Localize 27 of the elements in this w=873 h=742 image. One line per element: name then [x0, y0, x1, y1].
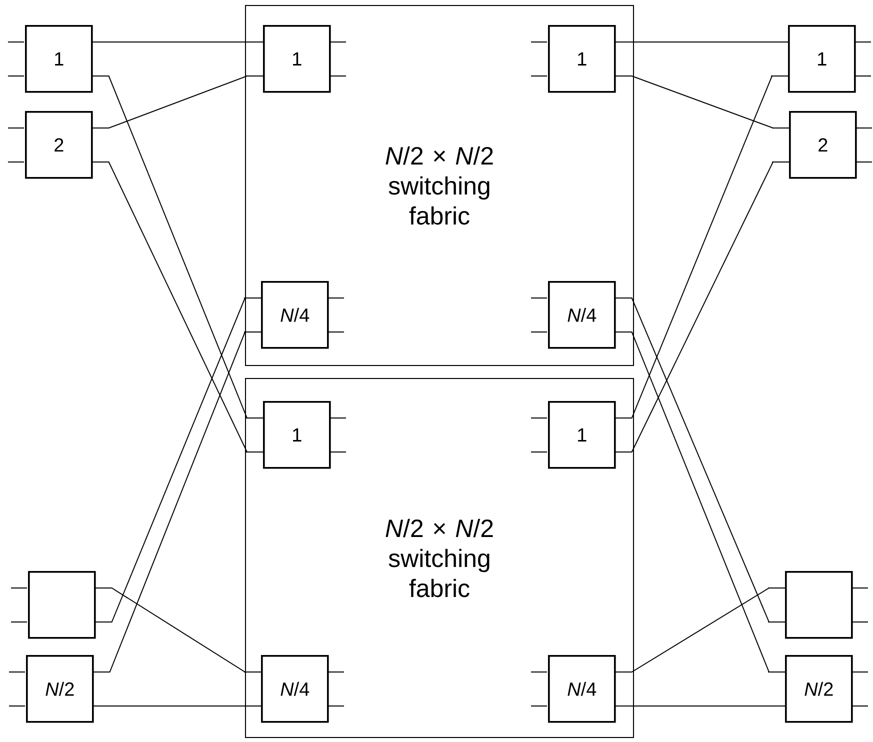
connection-line	[615, 298, 786, 622]
switch-box: 1	[246, 25, 346, 93]
switch-box: 1	[530, 401, 632, 469]
switch-box	[768, 571, 868, 639]
switch-box: 2	[8, 111, 108, 179]
connection-line	[92, 76, 264, 128]
connection-line	[92, 76, 264, 418]
switch-box: 1	[8, 25, 108, 93]
connection-line	[615, 588, 786, 672]
switch-box: 1	[770, 25, 872, 93]
connection-line	[95, 588, 262, 672]
connection-line	[615, 76, 790, 128]
connection-line	[615, 332, 786, 672]
connection-line	[615, 76, 788, 418]
switch-box: N/4	[530, 281, 632, 349]
switch-box: N/2	[8, 655, 110, 723]
connection-line	[92, 162, 264, 452]
connection-line	[95, 298, 262, 622]
connection-line	[615, 162, 790, 452]
switch-box: N/2	[768, 655, 868, 723]
connection-line	[93, 332, 262, 672]
switch-box: 1	[246, 401, 346, 469]
switch-box: 2	[772, 111, 872, 179]
switch-box: 1	[530, 25, 632, 93]
switch-box: N/4	[244, 655, 344, 723]
switch-box: N/4	[530, 655, 632, 723]
switch-box: N/4	[244, 281, 344, 349]
